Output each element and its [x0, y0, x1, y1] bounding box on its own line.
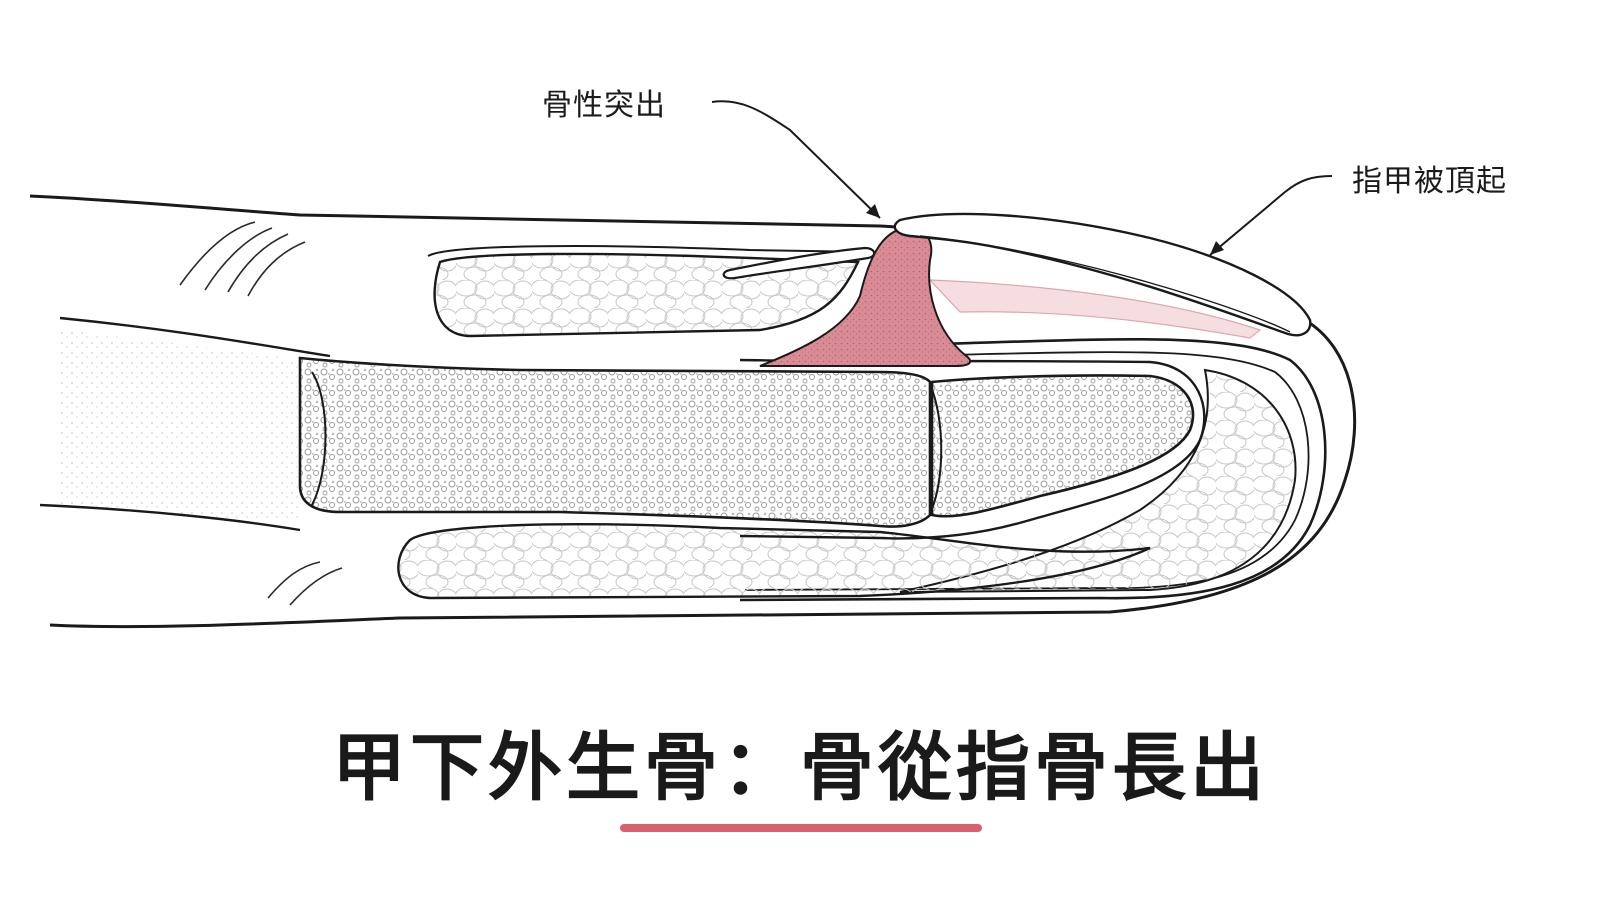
skin-folds	[179, 221, 343, 606]
bony-protrusion-leader-line	[711, 100, 881, 219]
nail-bed	[928, 279, 1262, 339]
proximal-phalanx	[60, 330, 300, 520]
palmar-fat-pad	[397, 523, 1151, 600]
diagram-title: 甲下外生骨：骨從指骨長出	[332, 725, 1268, 811]
title-underline	[620, 824, 982, 832]
nail-plate-proximal	[722, 246, 876, 280]
nail-lifted-label: 指甲被頂起	[1352, 164, 1507, 199]
finger-outline	[29, 194, 1357, 629]
bony-protrusion-arrowhead	[866, 204, 880, 218]
distal-pulp-outline	[739, 338, 1327, 602]
bony-protrusion-label: 骨性突出	[542, 88, 666, 123]
nail-lifted-leader-line	[1209, 175, 1333, 256]
middle-phalanx	[298, 356, 932, 528]
nail-plate	[893, 212, 1312, 337]
nail-lifted-arrowhead	[1210, 241, 1224, 255]
distal-phalanx	[930, 374, 1195, 518]
